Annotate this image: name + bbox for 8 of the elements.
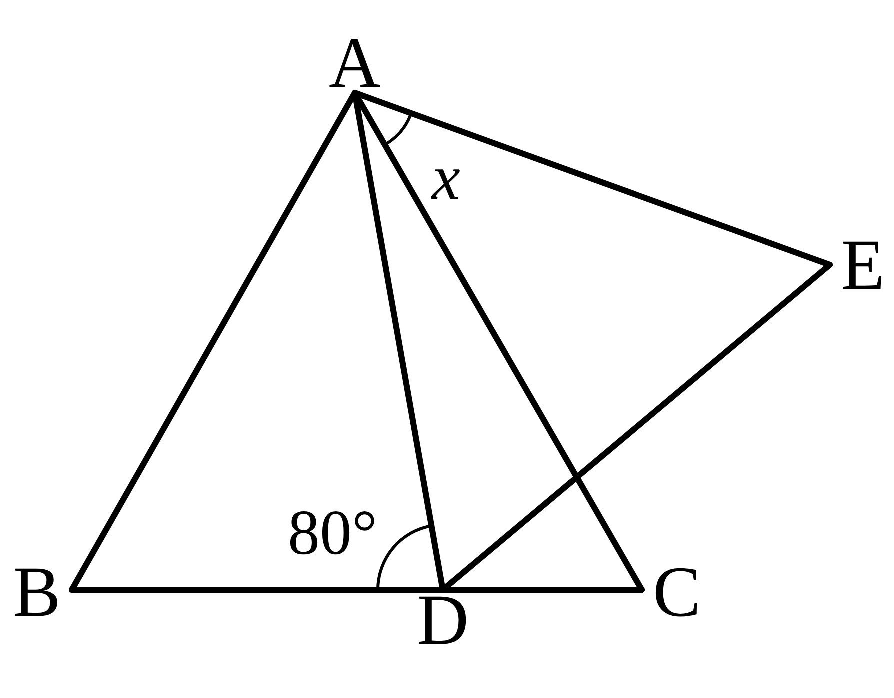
point-label: B — [2, 562, 72, 622]
point-label: E — [830, 235, 894, 295]
angle-label: 80° — [288, 505, 378, 561]
line-segment — [352, 90, 833, 268]
point-label: A — [325, 33, 385, 93]
point-label: D — [408, 590, 478, 650]
point-label: C — [642, 562, 712, 622]
angle-label: x — [432, 150, 460, 206]
